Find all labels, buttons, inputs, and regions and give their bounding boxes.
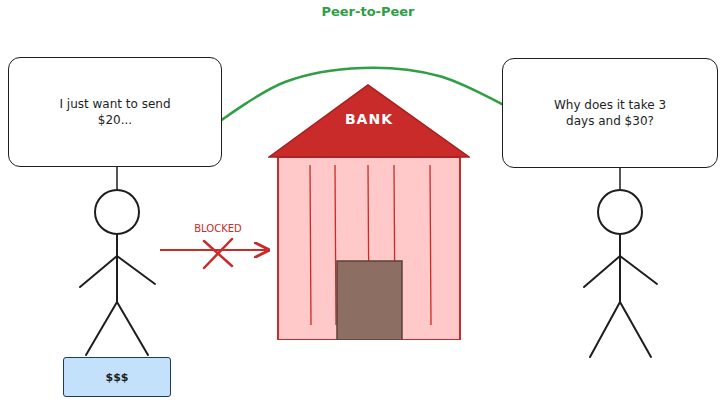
speech-bubble: Why does it take 3 days and $30?: [502, 58, 718, 168]
bank-door: [337, 261, 402, 340]
node-text: Why does it take 3 days and $30?: [551, 97, 669, 129]
stick-figure: [584, 190, 657, 357]
bank-roof: [269, 85, 469, 157]
node-text: $$$: [106, 371, 129, 384]
diagram-title: Peer-to-Peer: [321, 4, 414, 19]
wall-line: [335, 165, 336, 325]
speech-bubble: I just want to send $20...: [8, 57, 222, 167]
wall-line: [430, 165, 431, 325]
node-text: BANK: [345, 110, 393, 128]
blocked-cross: [204, 239, 232, 268]
stick-figure: [80, 190, 155, 355]
bubble-tail: [619, 168, 621, 190]
money-box: $$$: [63, 357, 171, 397]
node-text: I just want to send $20...: [56, 96, 174, 128]
wall-line: [310, 165, 311, 325]
blocked-label: BLOCKED: [192, 223, 244, 234]
bubble-tail: [116, 167, 118, 190]
bank-building: BANK: [268, 84, 470, 340]
bank-wall: [278, 157, 460, 340]
